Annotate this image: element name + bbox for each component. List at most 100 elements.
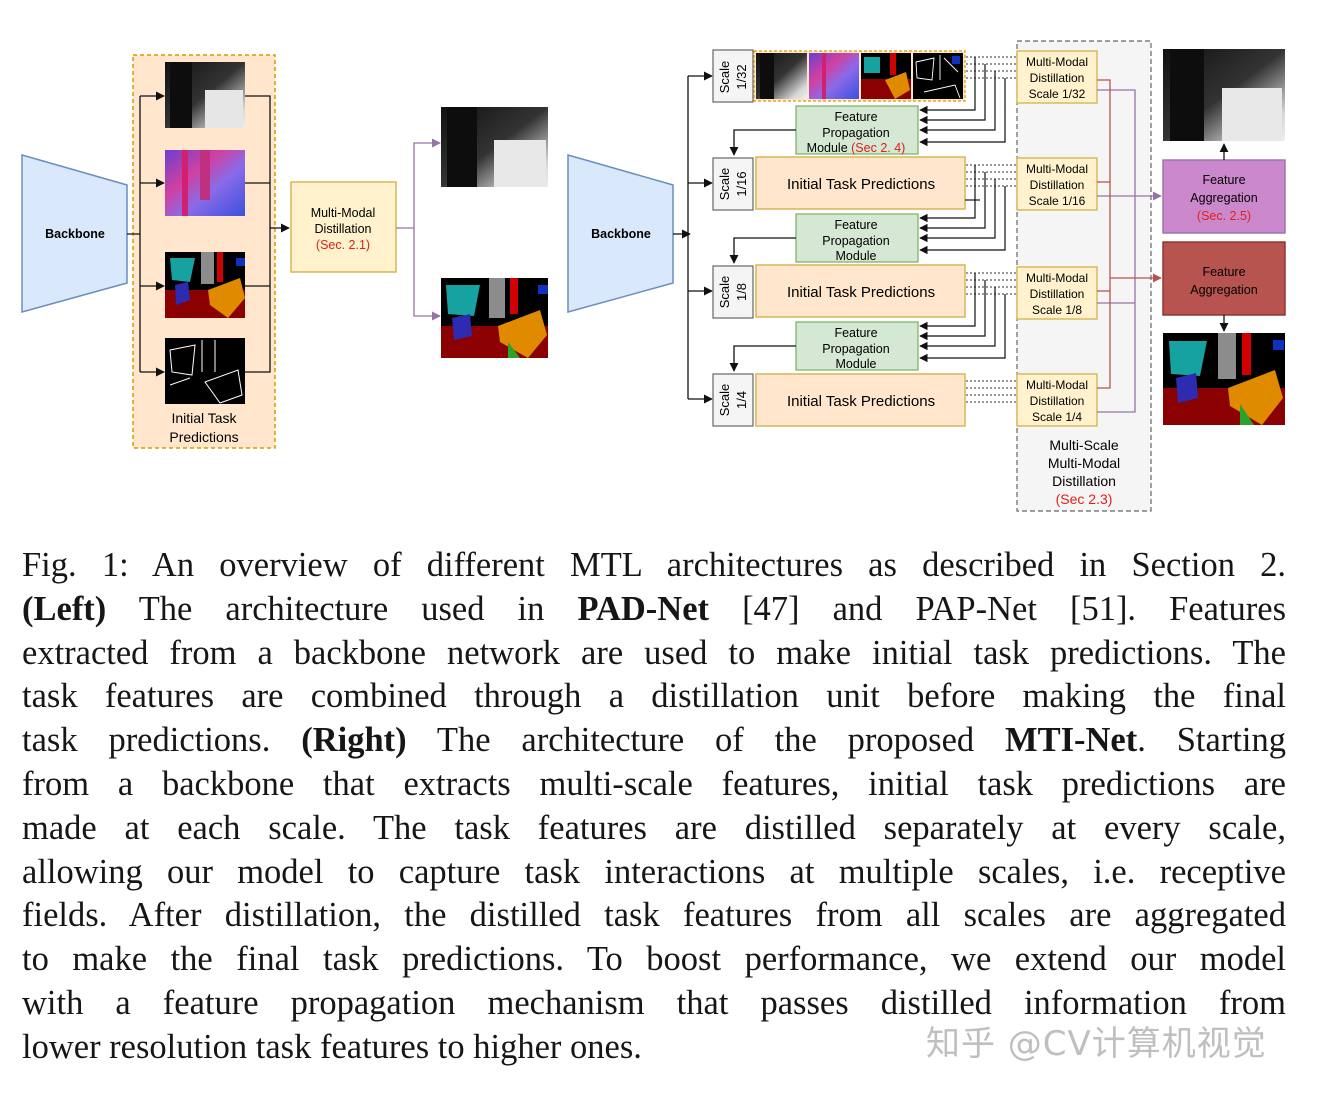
caption-text: with a feature propagation mechanism tha… xyxy=(22,983,1286,1022)
right-architecture: Backbone Scale 1/32 Scale 1/16 Scale 1/8… xyxy=(567,40,1286,512)
caption-text: Fig. 1: An overview of different MTL arc… xyxy=(22,546,1286,584)
feature-aggregation-box-1: Feature Aggregation (Sec. 2.5) xyxy=(1162,159,1286,234)
svg-text:Multi-Modal: Multi-Modal xyxy=(1026,162,1088,176)
left-distillation-label-1: Multi-Modal xyxy=(311,206,376,220)
aggregation-arrows xyxy=(1097,79,1162,413)
caption-text: task predictions. xyxy=(22,721,302,760)
left-fanout-line xyxy=(127,96,141,372)
svg-text:Initial Task Predictions: Initial Task Predictions xyxy=(787,393,935,410)
caption-text: The architecture used in xyxy=(106,589,578,628)
caption-text: lower resolution task features to higher… xyxy=(22,1027,642,1066)
svg-text:Scale: Scale xyxy=(717,61,732,94)
feature-aggregation-box-2: Feature Aggregation xyxy=(1162,241,1286,316)
svg-text:Module: Module xyxy=(836,249,877,263)
left-backbone-trapezoid xyxy=(21,154,128,313)
svg-text:Feature: Feature xyxy=(834,326,877,340)
right-output-segmentation-thumbnail xyxy=(1163,333,1285,425)
left-architecture: Backbone Initial Task Predi xyxy=(21,54,548,449)
svg-text:Aggregation: Aggregation xyxy=(1190,191,1257,205)
multiscale-label-1: Multi-Scale xyxy=(1049,437,1118,453)
figure-caption: Fig. 1: An overview of different MTL arc… xyxy=(22,544,1286,1070)
watermark: 知乎 @CV计算机视觉 xyxy=(926,1024,1267,1064)
right-backbone-label: Backbone xyxy=(591,227,651,241)
initial-task-predictions-1-4: Initial Task Predictions xyxy=(755,373,966,427)
left-depth-thumbnail xyxy=(165,62,245,128)
svg-text:Scale: Scale xyxy=(717,168,732,201)
caption-line: made at each scale. The task features ar… xyxy=(22,807,1286,851)
svg-text:Distillation: Distillation xyxy=(1030,178,1085,192)
caption-line: (Left) The architecture used in PAD-Net … xyxy=(22,588,1286,632)
left-distillation-box xyxy=(290,181,397,273)
svg-text:Scale 1/16: Scale 1/16 xyxy=(1029,194,1086,208)
fpm-feedback-lines xyxy=(919,57,1006,363)
scale-tab-1-16: Scale 1/16 xyxy=(712,157,754,211)
distillation-unit-1-32: Multi-Modal Distillation Scale 1/32 xyxy=(1016,50,1098,104)
left-edges-thumbnail xyxy=(165,338,245,404)
multiscale-ref: (Sec 2.3) xyxy=(1056,491,1113,507)
svg-text:Aggregation: Aggregation xyxy=(1190,283,1257,297)
left-distillation-ref: (Sec. 2.1) xyxy=(316,238,370,252)
architecture-figure: Backbone Initial Task Predi xyxy=(21,40,1286,512)
initial-task-predictions-1-8: Initial Task Predictions xyxy=(755,264,966,318)
caption-line: task features are combined through a dis… xyxy=(22,675,1286,719)
svg-text:Initial Task Predictions: Initial Task Predictions xyxy=(787,284,935,301)
svg-text:Feature: Feature xyxy=(1202,265,1245,279)
left-output-segmentation-thumbnail xyxy=(441,278,548,358)
caption-text: extracted from a backbone network are us… xyxy=(22,633,1286,672)
caption-text: allowing our model to capture task inter… xyxy=(22,852,1286,891)
svg-text:Scale: Scale xyxy=(717,276,732,309)
scale-tab-1-4: Scale 1/4 xyxy=(712,373,754,427)
caption-line: Fig. 1: An overview of different MTL arc… xyxy=(22,544,1286,588)
svg-text:Module: Module xyxy=(836,357,877,371)
svg-text:Scale 1/4: Scale 1/4 xyxy=(1032,410,1082,424)
svg-text:Feature: Feature xyxy=(1202,173,1245,187)
left-segmentation-thumbnail xyxy=(165,252,245,318)
right-output-depth-thumbnail xyxy=(1163,49,1285,141)
svg-text:(Sec. 2.5): (Sec. 2.5) xyxy=(1197,209,1251,223)
caption-text: to make the final task predictions. To b… xyxy=(22,940,1286,979)
initial-task-predictions-1-16: Initial Task Predictions xyxy=(755,156,966,210)
svg-text:Propagation: Propagation xyxy=(822,126,889,140)
svg-text:Multi-Modal: Multi-Modal xyxy=(1026,378,1088,392)
left-output-depth-thumbnail xyxy=(441,107,548,187)
caption-text: fields. After distillation, the distille… xyxy=(22,896,1286,935)
svg-text:Initial Task Predictions: Initial Task Predictions xyxy=(787,176,935,193)
caption-text: from a backbone that extracts multi-scal… xyxy=(22,764,1286,803)
caption-line: extracted from a backbone network are us… xyxy=(22,632,1286,676)
caption-line: task predictions. (Right) The architectu… xyxy=(22,719,1286,763)
feature-propagation-module-3: Feature Propagation Module xyxy=(795,321,919,371)
left-distillation-label-2: Distillation xyxy=(315,222,372,236)
caption-text: task features are combined through a dis… xyxy=(22,677,1286,716)
svg-text:Feature: Feature xyxy=(834,218,877,232)
scale-tab-1-32: Scale 1/32 xyxy=(712,49,754,103)
svg-text:Distillation: Distillation xyxy=(1030,394,1085,408)
caption-text: . Starting xyxy=(1137,721,1286,760)
svg-text:Propagation: Propagation xyxy=(822,234,889,248)
svg-text:Module (Sec 2. 4): Module (Sec 2. 4) xyxy=(807,141,906,155)
caption-line: from a backbone that extracts multi-scal… xyxy=(22,763,1286,807)
dotted-connectors xyxy=(966,56,1016,403)
svg-text:Scale 1/8: Scale 1/8 xyxy=(1032,303,1082,317)
caption-text: made at each scale. The task features ar… xyxy=(22,808,1286,847)
left-merge-line xyxy=(245,95,271,373)
scale-tab-1-8: Scale 1/8 xyxy=(712,265,754,319)
caption-bold-text: (Right) xyxy=(301,721,407,760)
caption-line: to make the final task predictions. To b… xyxy=(22,938,1286,982)
caption-bold-text: (Left) xyxy=(22,589,107,628)
svg-text:Propagation: Propagation xyxy=(822,342,889,356)
scale-1-32-prediction-strip xyxy=(753,50,966,102)
svg-text:1/8: 1/8 xyxy=(734,283,749,301)
caption-line: allowing our model to capture task inter… xyxy=(22,851,1286,895)
multiscale-label-3: Distillation xyxy=(1052,473,1116,489)
caption-line: with a feature propagation mechanism tha… xyxy=(22,982,1286,1026)
distillation-unit-1-4: Multi-Modal Distillation Scale 1/4 xyxy=(1016,373,1098,427)
svg-text:Scale 1/32: Scale 1/32 xyxy=(1029,87,1086,101)
svg-text:1/32: 1/32 xyxy=(734,64,749,89)
svg-text:Feature: Feature xyxy=(834,110,877,124)
left-initial-predictions-label-1: Initial Task xyxy=(171,410,237,426)
left-backbone-label: Backbone xyxy=(45,227,105,241)
feature-propagation-module-2: Feature Propagation Module xyxy=(795,213,919,263)
svg-text:Multi-Modal: Multi-Modal xyxy=(1026,55,1088,69)
distillation-unit-1-8: Multi-Modal Distillation Scale 1/8 xyxy=(1016,266,1098,320)
caption-bold-text: PAD-Net xyxy=(577,589,710,628)
